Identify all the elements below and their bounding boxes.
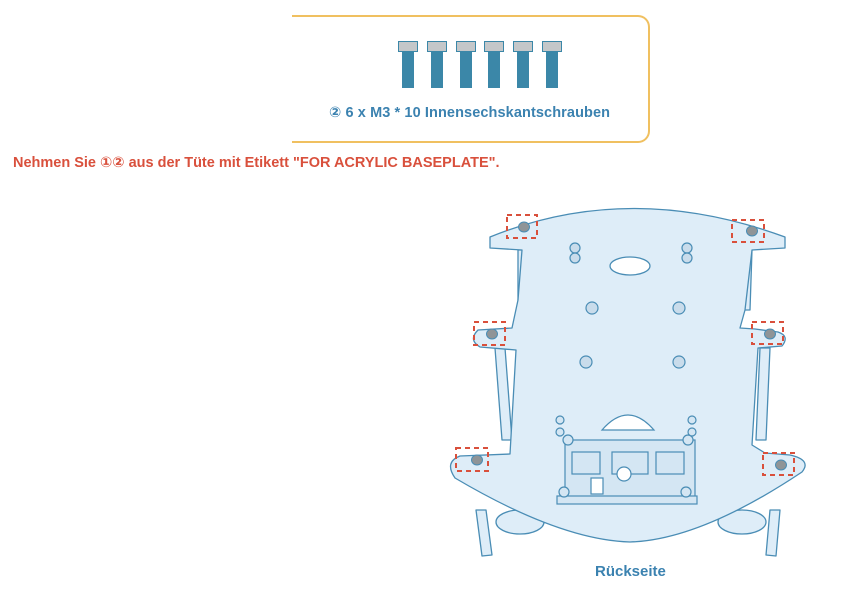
hex-nut bbox=[672, 355, 686, 369]
dashed-highlight-box-icon bbox=[762, 452, 795, 476]
hex-socket-screw-icon bbox=[398, 41, 418, 89]
cable-hole bbox=[609, 256, 651, 276]
standoff-leg bbox=[475, 509, 493, 557]
hex-socket-screw-icon bbox=[542, 41, 562, 89]
screw-head bbox=[486, 328, 498, 340]
screw-head bbox=[471, 454, 483, 466]
instruction-text: Nehmen Sie ①② aus der Tüte mit Etikett "… bbox=[13, 155, 500, 171]
hex-nut bbox=[672, 301, 686, 315]
standoff-leg bbox=[765, 509, 781, 557]
hex-nut bbox=[579, 355, 593, 369]
dashed-highlight-box-icon bbox=[751, 321, 784, 345]
screw-head bbox=[775, 459, 787, 471]
screw-head bbox=[764, 328, 776, 340]
standoff-pillar bbox=[494, 347, 513, 441]
parts-box: ② 6 x M3 * 10 Innensechskantschrauben bbox=[292, 15, 650, 143]
acrylic-baseplate bbox=[449, 207, 806, 543]
chassis-illustration bbox=[449, 207, 806, 557]
wheel bbox=[717, 509, 767, 535]
hex-socket-screw-icon bbox=[427, 41, 447, 89]
screws-group bbox=[398, 41, 568, 89]
standoff-pillar bbox=[755, 347, 771, 441]
hex-socket-screw-icon bbox=[456, 41, 476, 89]
dashed-highlight-box-icon bbox=[506, 214, 538, 239]
hex-nut bbox=[585, 301, 599, 315]
figure-caption: Rückseite bbox=[595, 563, 666, 580]
screw-head bbox=[746, 225, 758, 237]
parts-caption: ② 6 x M3 * 10 Innensechskantschrauben bbox=[329, 105, 611, 121]
hex-socket-screw-icon bbox=[484, 41, 504, 89]
screw-head bbox=[518, 221, 530, 233]
hex-socket-screw-icon bbox=[513, 41, 533, 89]
